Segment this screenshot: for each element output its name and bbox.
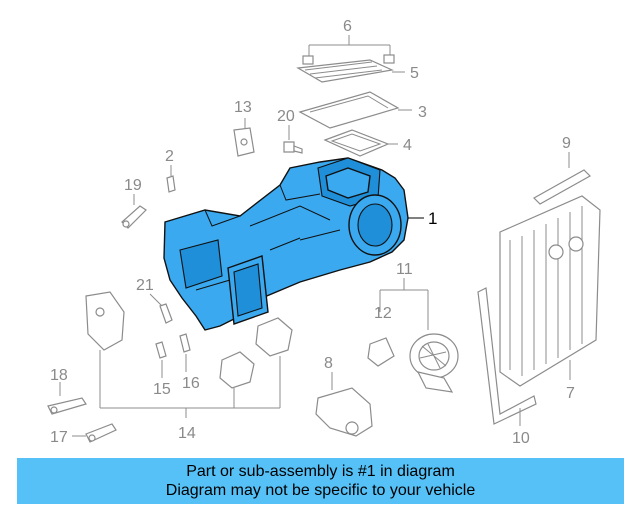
part-11-blower-motor[interactable]: 11 — [379, 261, 459, 393]
part-7-heater-core[interactable]: 7 — [499, 195, 601, 402]
callout-13: 13 — [234, 99, 252, 116]
part-19-clip[interactable]: 19 — [121, 177, 147, 229]
part-3-cover[interactable]: 3 — [298, 91, 427, 129]
part-2-pin[interactable]: 2 — [165, 148, 176, 193]
callout-8: 8 — [324, 355, 333, 372]
part-20-sensor[interactable]: 20 — [277, 108, 303, 154]
callout-16: 16 — [182, 375, 200, 392]
part-21-sensor[interactable]: 21 — [136, 277, 173, 324]
part-5-filter[interactable]: 5 — [296, 59, 419, 83]
callout-9: 9 — [562, 135, 571, 152]
callout-18: 18 — [50, 367, 68, 384]
callout-11: 11 — [396, 261, 413, 278]
part-12-resistor[interactable]: 12 — [367, 305, 395, 367]
part-10-seal-strip[interactable]: 10 — [477, 287, 537, 447]
part-13-bracket[interactable]: 13 — [233, 99, 255, 157]
part-1-heater-housing[interactable]: 1 — [163, 157, 437, 331]
part-16-sensor[interactable]: 16 — [179, 333, 200, 392]
part-17-link[interactable]: 17 — [50, 423, 117, 446]
part-motor-small-a[interactable] — [219, 351, 255, 408]
callout-4: 4 — [403, 137, 412, 154]
part-14-group: 14 — [100, 407, 280, 442]
callout-10: 10 — [512, 430, 530, 447]
callout-20: 20 — [277, 108, 295, 125]
callout-3: 3 — [418, 104, 427, 121]
callout-21: 21 — [136, 277, 154, 294]
callout-7: 7 — [566, 385, 575, 402]
callout-1: 1 — [428, 209, 437, 228]
part-4-gasket[interactable]: 4 — [323, 129, 412, 157]
part-8-actuator[interactable]: 8 — [315, 355, 373, 437]
part-9-seal[interactable]: 9 — [533, 135, 591, 205]
callout-12: 12 — [374, 305, 392, 322]
part-actuator-left[interactable] — [85, 291, 125, 408]
callout-15: 15 — [153, 381, 171, 398]
callout-5: 5 — [410, 65, 419, 82]
callout-6: 6 — [343, 18, 352, 35]
callout-2: 2 — [165, 148, 174, 165]
banner-line-1: Part or sub-assembly is #1 in diagram — [186, 463, 455, 480]
info-banner: Part or sub-assembly is #1 in diagram Di… — [17, 458, 624, 504]
callout-19: 19 — [124, 177, 142, 194]
part-6-clips[interactable]: 6 — [302, 18, 395, 65]
part-15-sensor[interactable]: 15 — [153, 341, 171, 398]
banner-line-2: Diagram may not be specific to your vehi… — [165, 482, 476, 499]
part-motor-small-b[interactable] — [255, 317, 293, 408]
callout-17: 17 — [50, 429, 68, 446]
callout-14: 14 — [178, 425, 196, 442]
part-18-link[interactable]: 18 — [47, 367, 87, 415]
